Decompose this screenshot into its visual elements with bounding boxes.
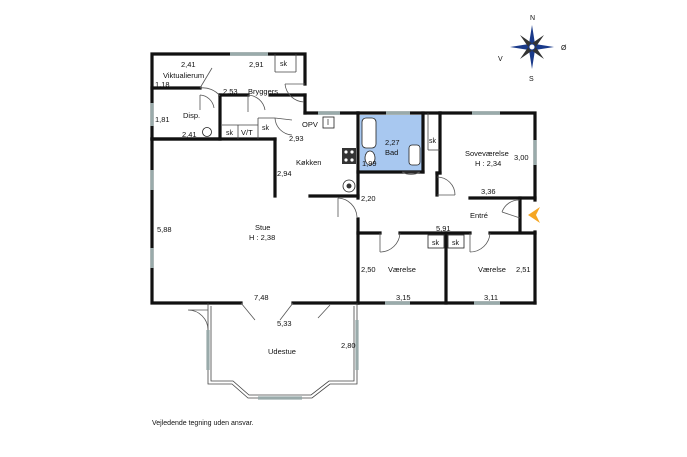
compass-o: Ø xyxy=(561,45,567,52)
dim-2-41-top: 2,41 xyxy=(181,60,196,69)
label-sk-koekken: sk xyxy=(262,125,270,132)
toilet-icon xyxy=(364,150,376,166)
dim-2-50: 2,50 xyxy=(361,265,376,274)
dim-2-20: 2,20 xyxy=(361,194,376,203)
dim-5-33: 5,33 xyxy=(277,319,292,328)
label-sk-vaerelse-1: sk xyxy=(432,240,440,247)
stove-icon xyxy=(342,148,356,164)
label-sovevaerelse-height: H : 2,34 xyxy=(475,159,501,168)
dim-1-18: 1,18 xyxy=(155,80,170,89)
disclaimer-text: Vejledende tegning uden ansvar. xyxy=(152,420,254,427)
label-vt: V/T xyxy=(241,128,253,137)
dim-7-48: 7,48 xyxy=(254,293,269,302)
dim-2-91: 2,91 xyxy=(249,60,264,69)
dim-1-99: 1,99 xyxy=(362,159,377,168)
dim-2-80: 2,80 xyxy=(341,341,356,350)
bathtub-icon xyxy=(361,117,377,149)
compass-rose-icon: N Ø S V xyxy=(498,15,567,83)
dim-2-51: 2,51 xyxy=(516,265,531,274)
dim-3-15: 3,15 xyxy=(396,293,411,302)
label-disp: Disp. xyxy=(183,111,200,120)
label-entre: Entré xyxy=(470,211,488,220)
closet-labels: sk sk sk sk sk sk xyxy=(226,61,460,247)
compass-n: N xyxy=(530,15,535,22)
walls xyxy=(150,52,537,305)
label-viktualierum: Viktualierum xyxy=(163,71,204,80)
dim-5-91: 5,91 xyxy=(436,224,451,233)
label-sovevaerelse: Soveværelse xyxy=(465,149,509,158)
dim-2-27: 2,27 xyxy=(385,138,400,147)
partitions xyxy=(222,54,465,249)
label-sk-bryggers: sk xyxy=(280,61,288,68)
compass-s: S xyxy=(529,76,534,83)
dim-2-53: 2,53 xyxy=(223,87,238,96)
label-sk-disp: sk xyxy=(226,130,234,137)
doors xyxy=(187,67,521,331)
dim-1-81: 1,81 xyxy=(155,115,170,124)
dim-2-41-disp: 2,41 xyxy=(182,130,197,139)
sink-icon xyxy=(322,116,335,129)
label-vaerelse-1: Værelse xyxy=(388,265,416,274)
label-opv: OPV xyxy=(302,120,318,129)
label-bryggers: Bryggers xyxy=(248,87,278,96)
label-vaerelse-2: Værelse xyxy=(478,265,506,274)
label-sk-bad: sk xyxy=(429,138,437,145)
label-udestue: Udestue xyxy=(268,347,296,356)
fixtures xyxy=(202,116,421,193)
label-koekken: Køkken xyxy=(296,158,321,167)
label-stue-height: H : 2,38 xyxy=(249,233,275,242)
udestue-structure xyxy=(206,303,359,400)
dim-2-94: 2,94 xyxy=(277,169,292,178)
dim-3-11: 3,11 xyxy=(484,293,498,302)
compass-v: V xyxy=(498,56,503,63)
dim-5-88: 5,88 xyxy=(157,225,172,234)
dimension-labels: 2,41 1,18 2,91 2,53 1,81 2,41 2,93 2,27 … xyxy=(155,60,531,350)
label-sk-vaerelse-2: sk xyxy=(452,240,460,247)
washer-icon xyxy=(202,127,212,137)
dim-3-00: 3,00 xyxy=(514,153,529,162)
dim-3-36: 3,36 xyxy=(481,187,496,196)
label-stue: Stue xyxy=(255,223,270,232)
label-bad: Bad xyxy=(385,148,398,157)
entrance-arrow-icon xyxy=(528,207,540,223)
room-labels: Viktualierum Bryggers Disp. V/T OPV Køkk… xyxy=(163,71,509,356)
bath-sink-icon xyxy=(408,144,421,166)
windows xyxy=(150,52,537,305)
dim-2-93: 2,93 xyxy=(289,134,304,143)
